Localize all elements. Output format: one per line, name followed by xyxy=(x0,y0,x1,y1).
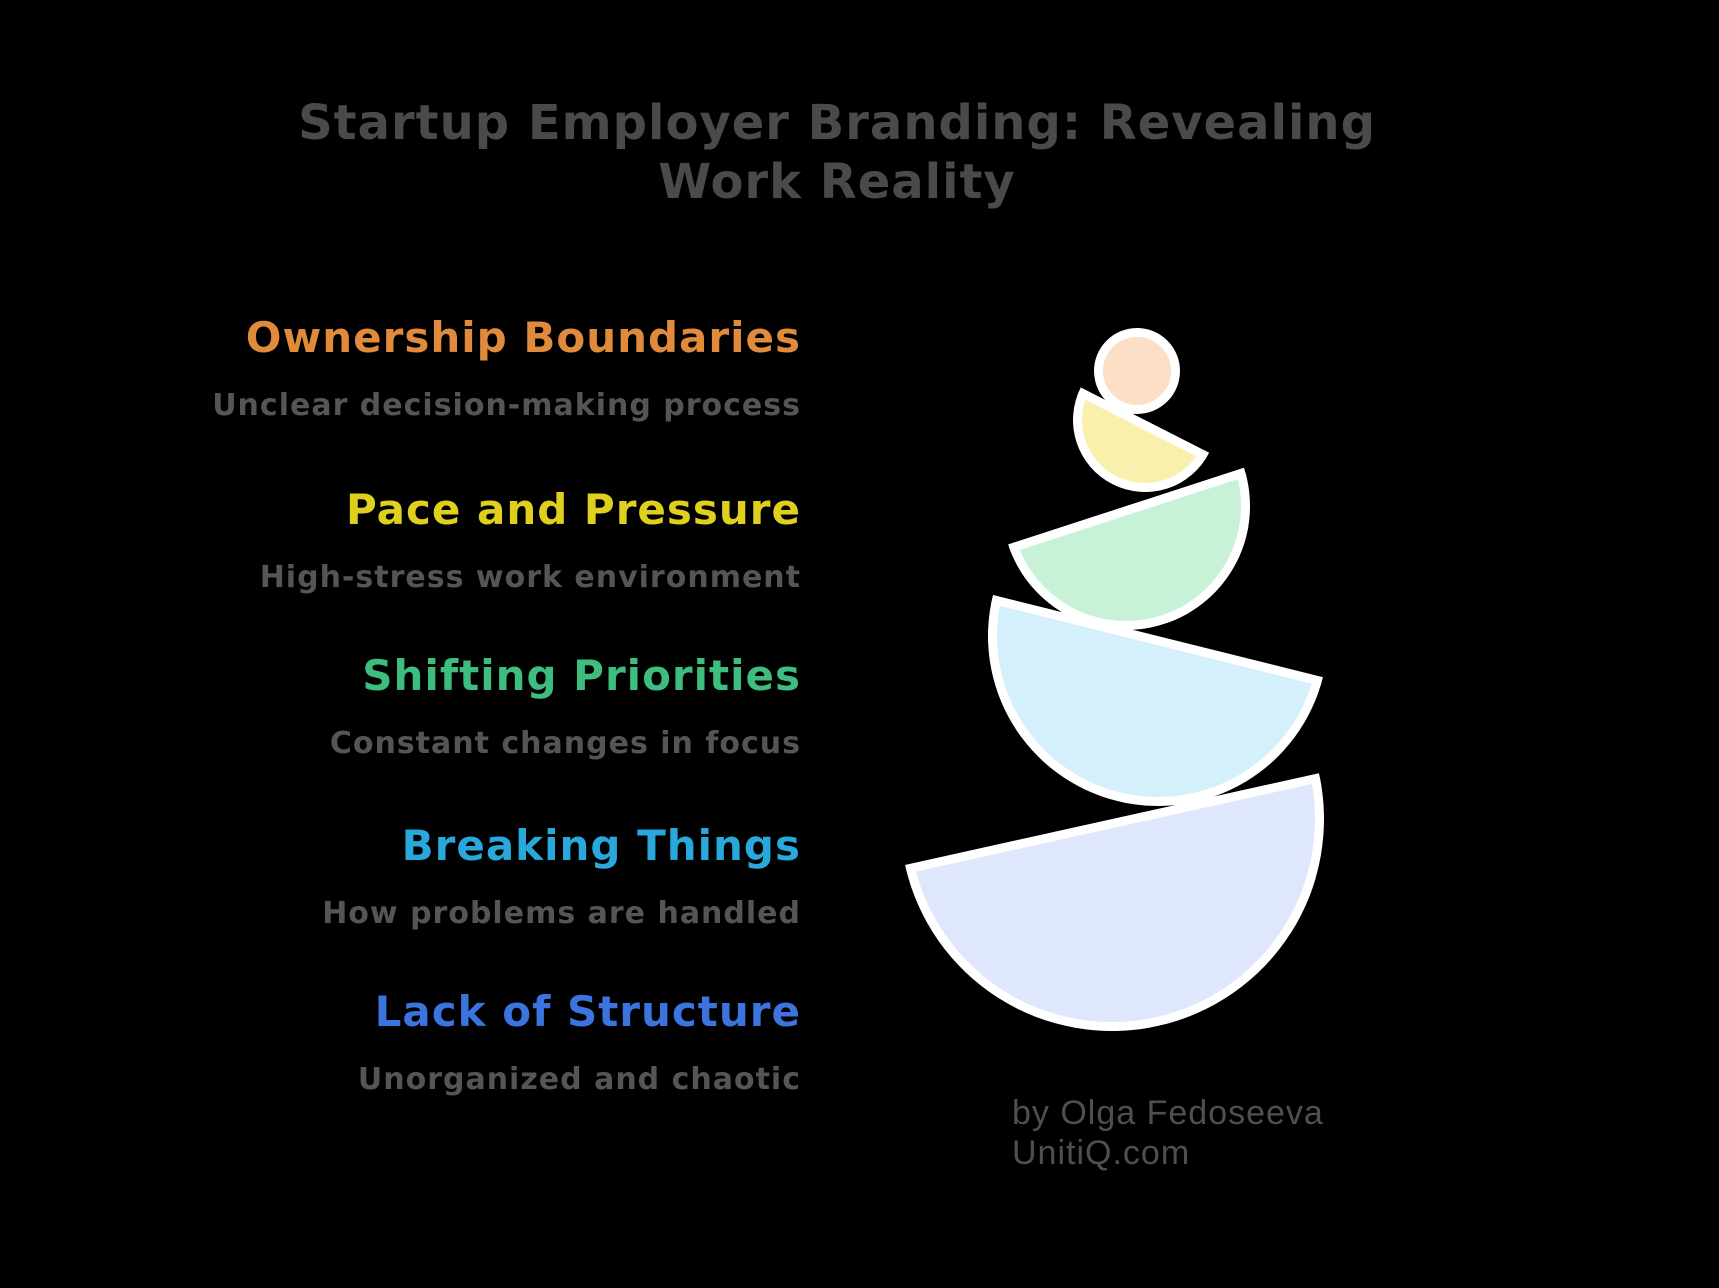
list-item-shifting-priorities: Shifting Priorities Constant changes in … xyxy=(0,650,801,762)
item-heading: Ownership Boundaries xyxy=(245,313,801,362)
item-heading: Pace and Pressure xyxy=(345,485,801,534)
item-description: Constant changes in focus xyxy=(329,726,801,761)
list-item-breaking-things: Breaking Things How problems are handled xyxy=(0,820,801,932)
item-heading: Shifting Priorities xyxy=(362,651,801,700)
item-description: How problems are handled xyxy=(322,896,801,931)
list-item-ownership-boundaries: Ownership Boundaries Unclear decision-ma… xyxy=(0,312,801,424)
attribution: by Olga Fedoseeva UnitiQ.com xyxy=(1012,1093,1324,1173)
attribution-site: UnitiQ.com xyxy=(1012,1134,1191,1172)
item-heading: Lack of Structure xyxy=(374,987,801,1036)
attribution-author: by Olga Fedoseeva xyxy=(1012,1094,1324,1132)
list-item-pace-and-pressure: Pace and Pressure High-stress work envir… xyxy=(0,484,801,596)
balance-semicircle-base-shape xyxy=(905,773,1365,1072)
item-description: Unorganized and chaotic xyxy=(357,1062,801,1097)
balance-circle-top-shape xyxy=(1094,328,1180,414)
list-item-lack-of-structure: Lack of Structure Unorganized and chaoti… xyxy=(0,986,801,1098)
item-description: Unclear decision-making process xyxy=(212,388,801,423)
item-heading: Breaking Things xyxy=(401,821,801,870)
item-description: High-stress work environment xyxy=(259,560,801,595)
page-title: Startup Employer Branding: Revealing Wor… xyxy=(0,94,1674,212)
page-title-line-1: Startup Employer Branding: Revealing xyxy=(298,95,1376,151)
page-title-line-2: Work Reality xyxy=(658,154,1016,210)
